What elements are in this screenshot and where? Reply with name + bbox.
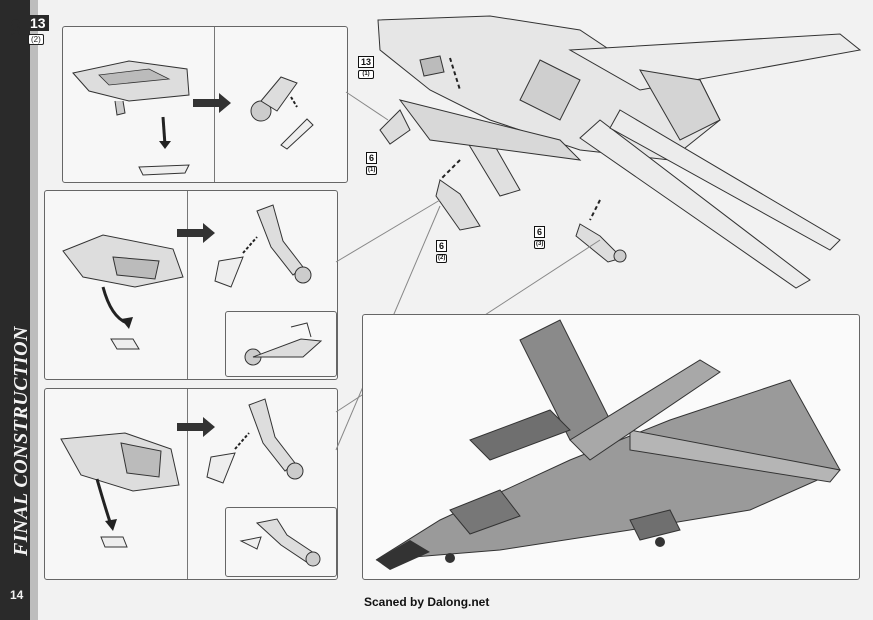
arrow-right-icon (177, 417, 215, 437)
landing-gear-drawing (250, 76, 314, 150)
canopy-section-drawing (60, 432, 180, 548)
instruction-panel-2 (44, 190, 338, 380)
part-tag: 6(2) (436, 240, 448, 263)
gear-detail-drawing (239, 518, 321, 567)
panel-divider (187, 389, 188, 579)
fuselage-section-drawing (62, 234, 184, 350)
instruction-panel-1 (62, 26, 348, 183)
nose-section-drawing (72, 60, 190, 176)
arrow-right-icon (177, 223, 215, 243)
gear-strut-drawing (206, 398, 304, 484)
side-bar (0, 0, 30, 620)
finished-jet-model (375, 319, 841, 570)
page-number: 14 (10, 588, 24, 602)
part-tag: 13(1) (358, 56, 375, 79)
gear-strut-drawing (214, 204, 312, 288)
footer-credit: Scaned by Dalong.net (364, 595, 490, 609)
part-tag: 6(1) (366, 152, 378, 175)
gear-detail-drawing (244, 322, 323, 366)
main-assembly-drawing (377, 15, 862, 289)
side-bar-stripe (30, 0, 38, 620)
instruction-panel-3 (44, 388, 338, 580)
part-tag: 6(3) (534, 226, 546, 249)
step-label: 完成 (10, 17, 20, 35)
panel-divider (187, 191, 188, 379)
step-sub-number: (2) (28, 34, 44, 45)
arrow-right-icon (193, 93, 231, 113)
step-number: 13 (27, 15, 49, 31)
